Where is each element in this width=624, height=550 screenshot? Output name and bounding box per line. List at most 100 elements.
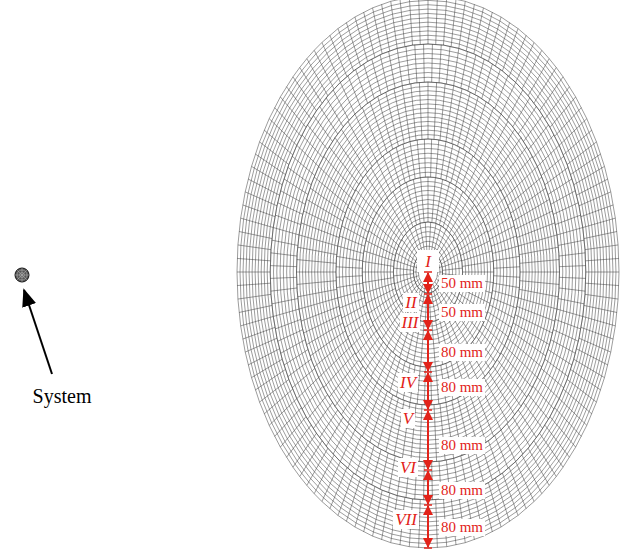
mesh-spoke [281, 191, 306, 205]
mesh-spoke [458, 92, 471, 146]
mesh-spoke [301, 223, 339, 238]
mesh-spoke [519, 247, 558, 254]
mesh-spoke [555, 108, 582, 137]
mesh-spoke [459, 231, 487, 251]
system-label: System [33, 386, 92, 406]
mesh-spoke [428, 82, 429, 139]
mesh-spoke [396, 280, 415, 291]
mesh-spoke [429, 222, 431, 251]
mesh-ring [324, 121, 532, 422]
mesh-spoke [273, 228, 299, 235]
mesh-ring [270, 44, 586, 500]
mesh-spoke [483, 325, 505, 346]
mesh-ring [280, 58, 576, 486]
dimension-label: 80 mm [439, 519, 485, 536]
mesh-ring [283, 63, 572, 481]
mesh-spoke [421, 322, 424, 367]
mesh-spoke [356, 331, 377, 355]
mesh-spoke [434, 405, 437, 462]
mesh-spoke [271, 288, 297, 291]
mesh-spoke [366, 174, 384, 202]
mesh-spoke [553, 330, 578, 342]
mesh-spoke [417, 140, 420, 178]
mesh-spoke [355, 383, 377, 430]
mesh-spoke [475, 450, 484, 486]
mesh-spoke [260, 379, 289, 402]
mesh-spoke [502, 29, 518, 71]
region-number: IV [398, 373, 418, 392]
system-spoke [17, 270, 22, 275]
mesh-ring [240, 0, 616, 543]
mesh-spoke [545, 425, 570, 457]
mesh-spoke [516, 462, 534, 502]
mesh-spoke [579, 192, 611, 206]
mesh-spoke [284, 179, 308, 195]
mesh-spoke [559, 119, 587, 146]
mesh-spoke [429, 293, 431, 322]
mesh-spoke [333, 90, 349, 120]
mesh-spoke [533, 386, 554, 409]
region-number: V [401, 409, 415, 428]
mesh-spoke [356, 69, 368, 103]
mesh-spoke [272, 299, 298, 304]
mesh-spoke [457, 221, 483, 245]
mesh-spoke [237, 272, 270, 273]
dimension-label: 80 mm [439, 437, 485, 454]
mesh-spoke [409, 0, 412, 45]
mesh-spoke [421, 178, 424, 223]
mesh-spoke [559, 277, 585, 278]
mesh-spoke [577, 349, 608, 365]
mesh-spoke [338, 246, 364, 253]
mesh-spoke [491, 298, 516, 308]
mesh-spoke [548, 350, 572, 366]
mesh-spoke [344, 216, 368, 232]
mesh-spoke [396, 253, 415, 264]
mesh-spoke [480, 190, 501, 214]
mesh-spoke [581, 327, 613, 339]
mesh-spoke [513, 323, 549, 345]
mesh-spoke [403, 144, 410, 181]
mesh-spoke [454, 48, 459, 85]
mesh-spoke [515, 315, 552, 333]
mesh-spoke [370, 102, 387, 153]
mesh-spoke [545, 359, 568, 376]
mesh-spoke [237, 283, 270, 285]
mesh-spoke [423, 44, 425, 82]
mesh-spoke [528, 59, 549, 96]
mesh-spoke [493, 283, 519, 287]
mesh-spoke [502, 473, 518, 515]
dimension-arrow [427, 295, 429, 329]
region-number: II [403, 293, 418, 312]
mesh-spoke [473, 174, 491, 202]
pointer-arrow [24, 290, 52, 374]
mesh-spoke [326, 417, 343, 446]
mesh-spoke [319, 166, 352, 198]
mesh-spoke [550, 417, 576, 447]
mesh-spoke [537, 378, 559, 399]
mesh-ring [336, 139, 520, 405]
mesh-spoke [431, 139, 432, 177]
mesh-spoke [418, 282, 421, 287]
mesh-spoke [559, 266, 585, 267]
mesh-spoke [440, 84, 445, 141]
dimension-arrow [427, 373, 429, 409]
mesh-spoke [348, 121, 372, 166]
mesh-spoke [507, 90, 523, 120]
mesh-spoke [342, 305, 367, 318]
system-spoke [22, 270, 27, 275]
mesh-spoke [460, 156, 473, 189]
mesh-ring [300, 86, 557, 457]
mesh-spoke [425, 222, 427, 251]
mesh-spoke [389, 51, 396, 88]
mesh-ring [297, 82, 560, 462]
mesh-spoke [278, 203, 303, 215]
dimension-arrow [427, 506, 429, 547]
mesh-spoke [307, 199, 343, 221]
mesh-spoke [484, 378, 508, 423]
region-number: VII [393, 510, 419, 529]
mesh-spoke [363, 278, 394, 283]
mesh-spoke [337, 256, 363, 260]
mesh-spoke [310, 331, 345, 356]
mesh-spoke [518, 106, 536, 134]
region-number: III [400, 313, 421, 332]
